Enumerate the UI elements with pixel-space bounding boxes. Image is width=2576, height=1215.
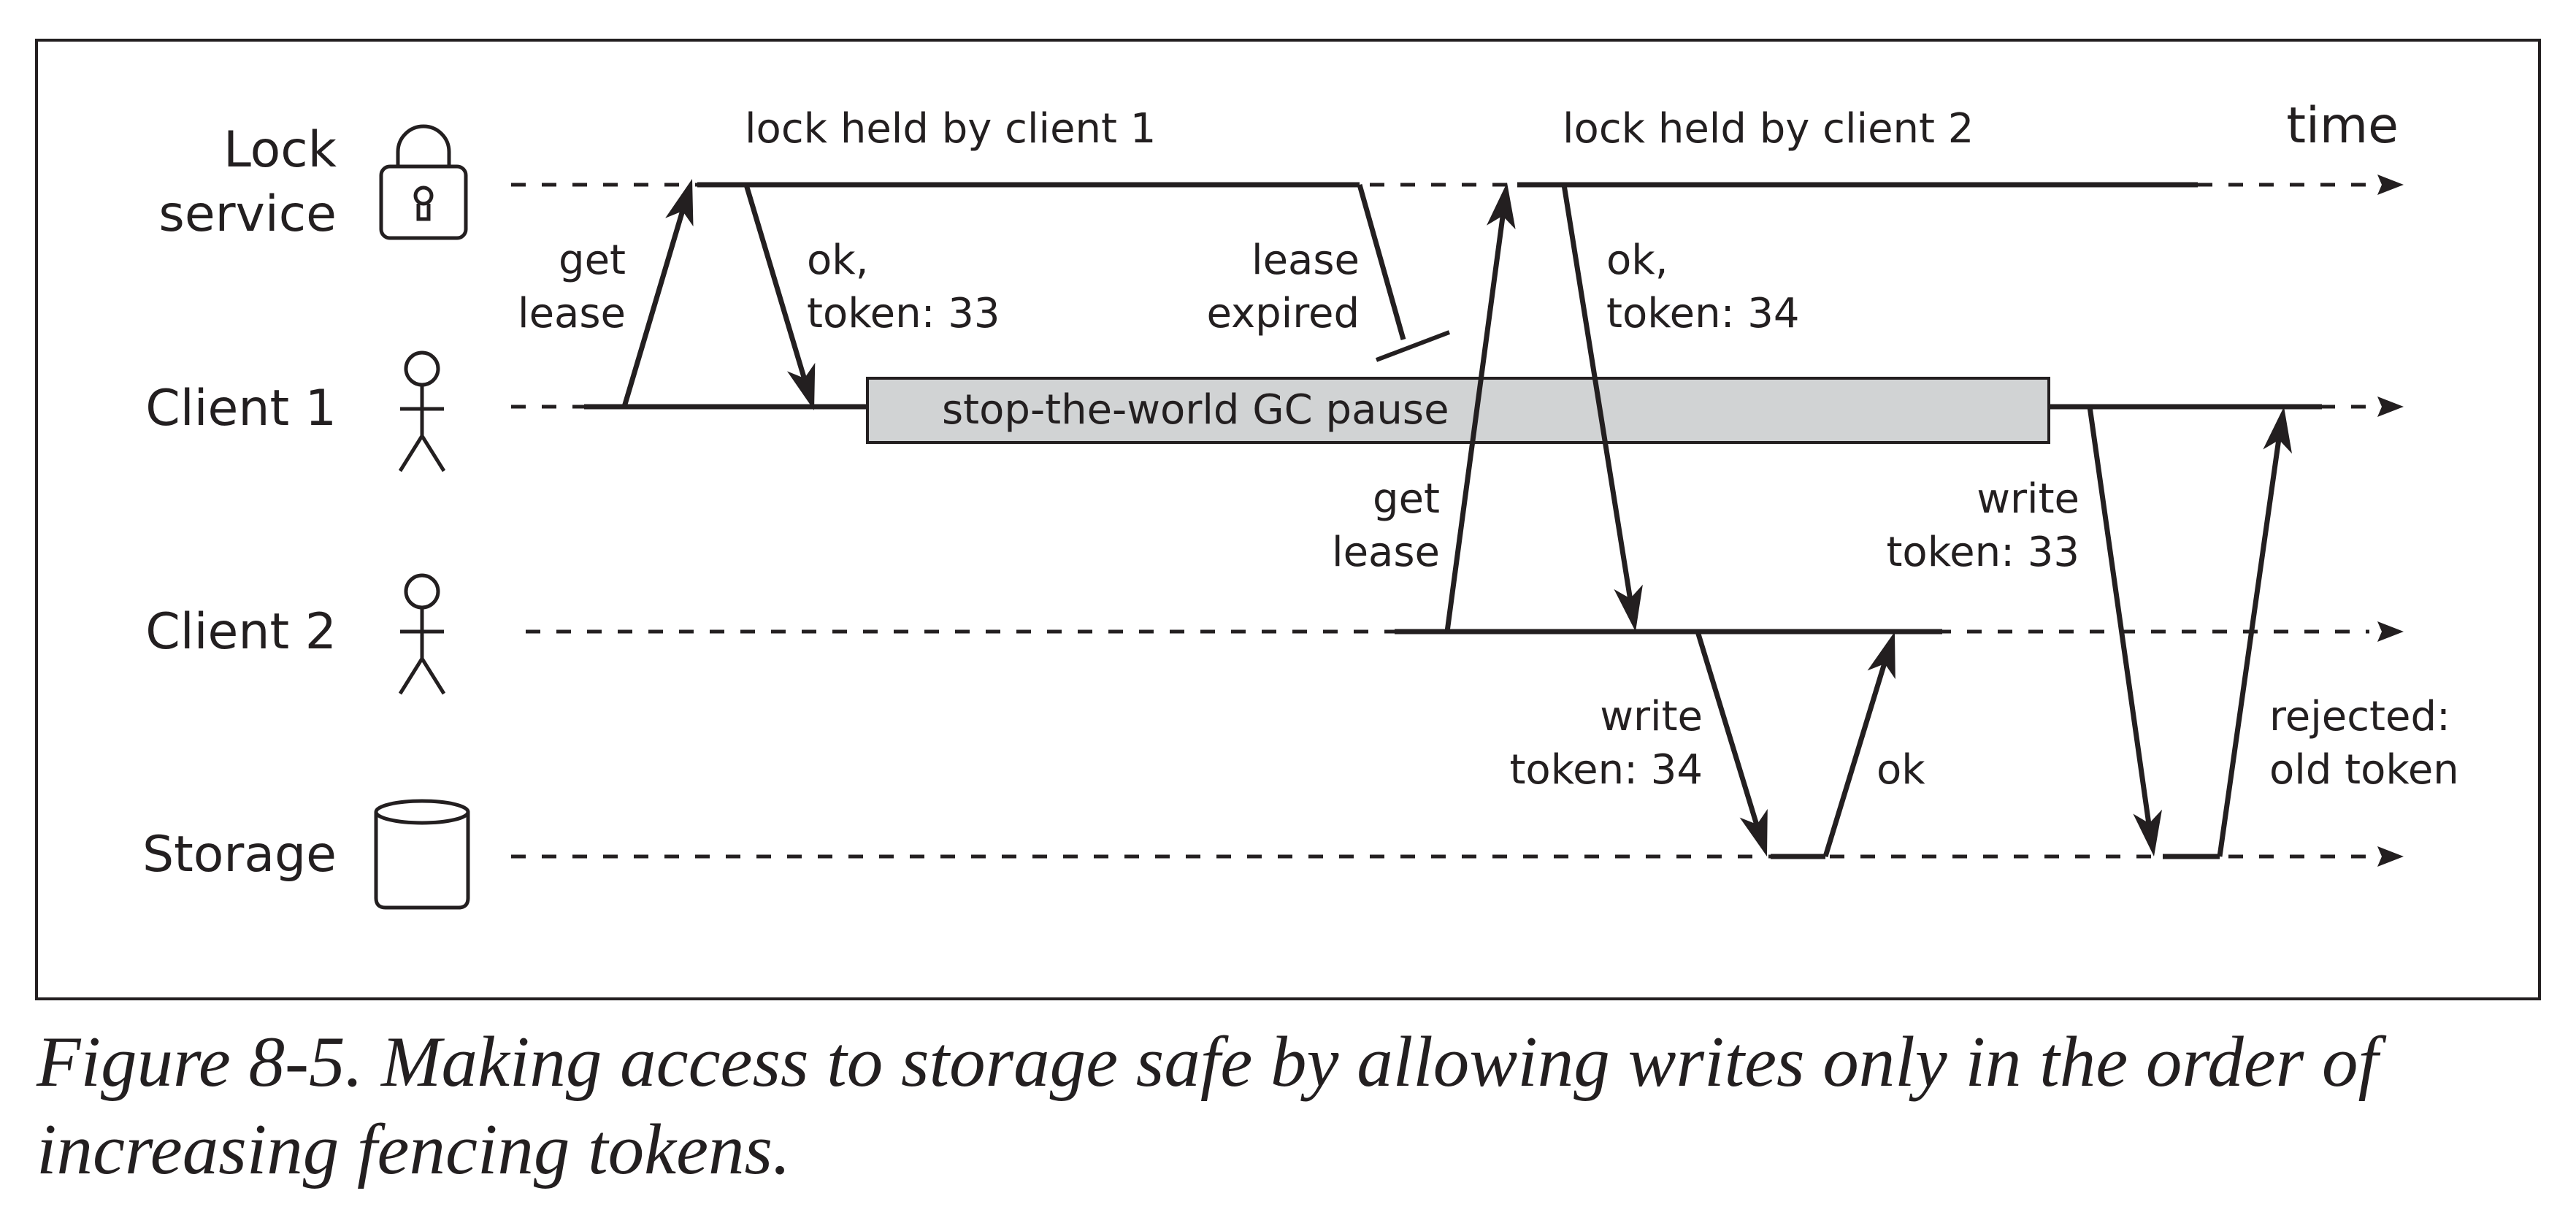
timeline-client2-arrowhead bbox=[2377, 621, 2404, 642]
lease-expired-cross bbox=[1375, 330, 1451, 362]
gc-pause-box bbox=[866, 377, 2050, 444]
msg-c1-ok-line1: ok, bbox=[807, 237, 869, 284]
arrow-storage-ok bbox=[1822, 652, 1890, 858]
arrow-c1-ok bbox=[743, 183, 810, 388]
stick-figure-icon bbox=[398, 350, 446, 472]
msg-c2-write-line2: token: 34 bbox=[1509, 746, 1703, 794]
msg-storage-ok: ok bbox=[1877, 746, 1925, 794]
diagram-frame bbox=[35, 39, 2541, 1000]
arrow-c1-write-head bbox=[2133, 809, 2162, 856]
msg-c2-get-lease-line2: lease bbox=[1332, 529, 1440, 576]
lock-held-label-client-2: lock held by client 2 bbox=[1563, 105, 1974, 153]
msg-c1-write-line1: write bbox=[1977, 475, 2079, 523]
actor-label-lock-service-line1: Lock bbox=[223, 121, 337, 179]
actor-label-client-2: Client 2 bbox=[145, 603, 337, 661]
msg-lease-expired-line1: lease bbox=[1251, 237, 1360, 284]
timeline-storage-arrowhead bbox=[2377, 846, 2404, 867]
figure-caption: Figure 8-5. Making access to storage saf… bbox=[37, 1022, 2379, 1189]
msg-c2-ok-line1: ok, bbox=[1606, 237, 1668, 284]
arrow-c1-ok-head bbox=[787, 362, 816, 410]
actor-label-client-1: Client 1 bbox=[145, 380, 337, 437]
database-cylinder-icon bbox=[374, 799, 470, 910]
arrow-storage-rejected bbox=[2217, 428, 2283, 857]
time-label: time bbox=[2286, 97, 2399, 155]
msg-storage-rejected-line1: rejected: bbox=[2269, 693, 2450, 740]
gc-pause-label: stop-the-world GC pause bbox=[942, 386, 1449, 434]
msg-c1-ok-line2: token: 33 bbox=[807, 290, 1000, 337]
msg-c1-get-lease-line2: lease bbox=[518, 290, 626, 337]
arrow-c2-write bbox=[1695, 630, 1763, 836]
msg-storage-rejected-line2: old token bbox=[2269, 746, 2459, 794]
msg-c2-ok-line2: token: 34 bbox=[1606, 290, 1800, 337]
timeline-lock-arrowhead bbox=[2377, 175, 2404, 195]
arrow-c1-get-lease-head bbox=[665, 179, 694, 227]
msg-lease-expired-line2: expired bbox=[1206, 290, 1360, 337]
arrow-c1-write bbox=[2087, 406, 2153, 835]
arrow-lease-expired bbox=[1357, 184, 1406, 340]
arrow-c2-get-lease-head bbox=[1487, 183, 1516, 230]
msg-c2-get-lease-line1: get bbox=[1373, 475, 1440, 523]
actor-label-storage: Storage bbox=[142, 826, 337, 884]
stick-figure-icon bbox=[398, 573, 446, 695]
arrow-c2-ok-head bbox=[1614, 584, 1643, 632]
msg-c1-write-line2: token: 33 bbox=[1886, 529, 2079, 576]
actor-label-lock-service-line2: service bbox=[158, 185, 337, 243]
arrow-c2-ok bbox=[1561, 184, 1635, 610]
msg-c1-get-lease-line1: get bbox=[559, 237, 626, 284]
timeline-client1-arrowhead bbox=[2377, 396, 2404, 417]
arrow-storage-rejected-head bbox=[2263, 407, 2292, 454]
padlock-icon bbox=[379, 124, 468, 240]
msg-c2-write-line1: write bbox=[1600, 693, 1703, 740]
arrow-storage-ok-head bbox=[1867, 632, 1895, 680]
arrow-c2-get-lease bbox=[1444, 205, 1507, 632]
arrow-c2-write-head bbox=[1739, 808, 1768, 856]
arrow-c1-get-lease bbox=[621, 202, 688, 407]
lock-held-label-client-1: lock held by client 1 bbox=[745, 105, 1156, 153]
